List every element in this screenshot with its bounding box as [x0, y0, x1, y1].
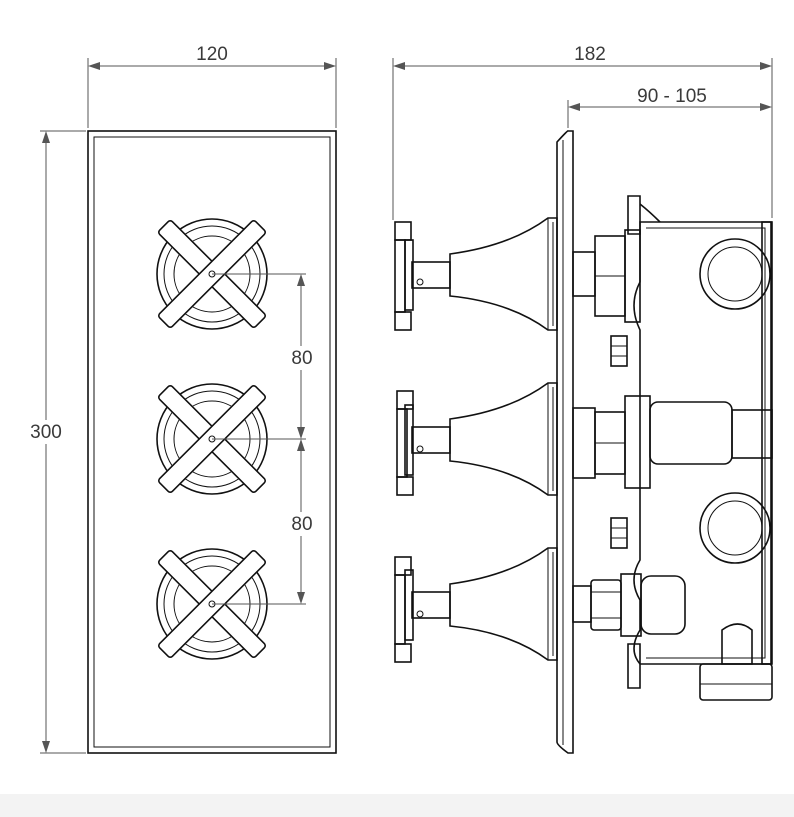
- front-view: [87, 130, 337, 754]
- dimension-spacing-upper-label: 80: [291, 348, 312, 369]
- front-plate-bevel: [93, 136, 331, 748]
- dimension-spacing-lower-label: 80: [291, 514, 312, 535]
- side-view: [394, 130, 773, 754]
- cartridge-top: [572, 229, 641, 323]
- valve-body: [610, 195, 773, 701]
- dimension-front-height-label: 300: [30, 422, 62, 443]
- dimension-side-depth: [392, 58, 773, 220]
- side-wall-plate: [556, 130, 574, 754]
- dimension-side-depth-label: 182: [574, 44, 606, 65]
- cartridge-bottom: [572, 573, 686, 637]
- side-handle-top: [394, 221, 451, 331]
- dimension-body-depth: [567, 100, 772, 128]
- cartridge-middle: [572, 395, 651, 489]
- dimension-body-depth-label: 90 - 105: [637, 86, 707, 107]
- shroud-middle: [449, 382, 558, 496]
- dimension-front-width: [87, 58, 337, 128]
- footer-strip: [0, 794, 794, 817]
- shroud-bottom: [449, 547, 558, 661]
- front-plate: [87, 130, 337, 754]
- side-handle-bottom: [394, 556, 451, 663]
- side-handle-middle: [396, 390, 451, 496]
- dimension-front-width-label: 120: [196, 44, 228, 65]
- shroud-top: [449, 217, 558, 331]
